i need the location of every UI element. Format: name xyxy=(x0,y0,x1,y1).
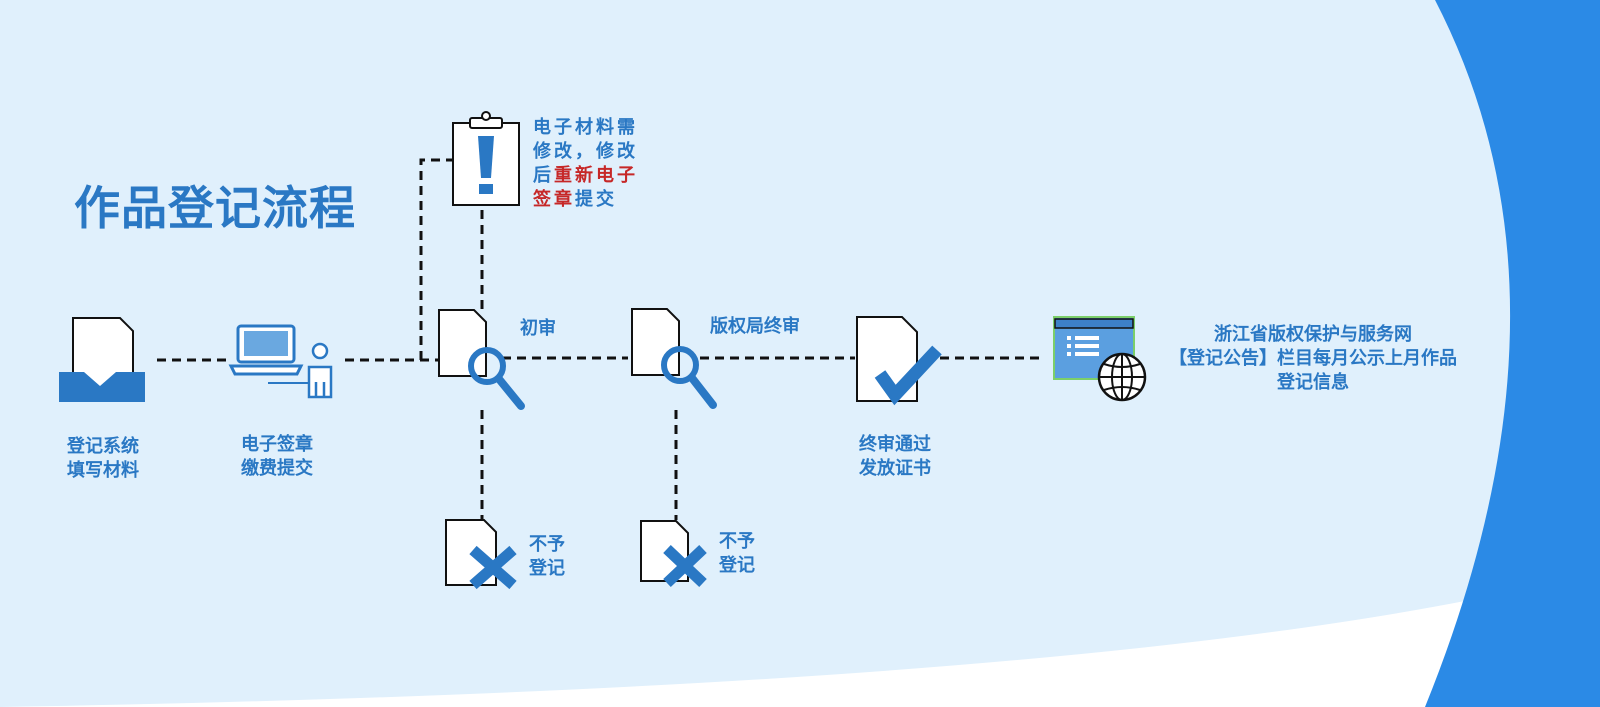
step-label-line: 登记信息 xyxy=(1277,372,1349,393)
flow-connectors xyxy=(157,158,1040,520)
page-title: 作品登记流程 xyxy=(74,181,356,235)
step-first-review-label: 初审 xyxy=(520,318,556,339)
background-blue-band xyxy=(1425,0,1600,707)
step-label-line: 发放证书 xyxy=(859,458,931,479)
document-inbox-icon xyxy=(59,317,145,402)
connector-revision-loop xyxy=(419,158,455,360)
document-x-icon xyxy=(640,520,707,587)
revision-note-line: 电子材料需 xyxy=(533,117,638,138)
revision-note: 电子材料需 修改，修改 后重新电子 签章提交 xyxy=(533,116,638,212)
document-search-icon xyxy=(631,308,717,409)
document-check-icon xyxy=(856,316,942,406)
revision-note-text: 提交 xyxy=(575,189,617,210)
step-certificate-label: 终审通过 发放证书 xyxy=(848,433,942,481)
reject-label-line: 不予 xyxy=(719,531,755,552)
revision-note-highlight: 重新电子 xyxy=(554,165,638,186)
clipboard-exclamation-icon xyxy=(452,111,520,206)
background-white-curve xyxy=(0,600,1600,707)
revision-note-line: 后重新电子 xyxy=(533,164,638,188)
step-label-line: 电子签章 xyxy=(241,434,313,455)
document-x-icon xyxy=(445,519,517,590)
step-label-line: 浙江省版权保护与服务网 xyxy=(1214,324,1412,345)
step-final-review-label: 版权局终审 xyxy=(710,316,800,337)
step-publish-label: 浙江省版权保护与服务网 【登记公告】栏目每月公示上月作品 登记信息 xyxy=(1148,323,1478,395)
reject-label-line: 登记 xyxy=(529,558,565,579)
revision-note-line: 签章提交 xyxy=(533,188,638,212)
revision-note-highlight: 签章 xyxy=(533,189,575,210)
step-label-line: 终审通过 xyxy=(859,434,931,455)
laptop-user-icon xyxy=(228,324,333,399)
reject-label-line: 登记 xyxy=(719,555,755,576)
revision-note-line: 修改，修改 xyxy=(533,141,638,162)
reject-label-line: 不予 xyxy=(529,534,565,555)
revision-note-text: 后 xyxy=(533,165,554,186)
step-label-line: 登记系统 xyxy=(67,436,139,457)
reject-first-label: 不予 登记 xyxy=(529,533,565,581)
step-label-line: 填写材料 xyxy=(67,460,139,481)
step-label-line: 缴费提交 xyxy=(241,458,313,479)
step-fill-materials-label: 登记系统 填写材料 xyxy=(56,435,150,483)
web-globe-icon xyxy=(1053,316,1147,402)
step-label-line: 【登记公告】栏目每月公示上月作品 xyxy=(1169,348,1457,369)
step-e-sign-label: 电子签章 缴费提交 xyxy=(230,433,324,481)
reject-final-label: 不予 登记 xyxy=(719,530,755,578)
document-search-icon xyxy=(438,309,525,410)
